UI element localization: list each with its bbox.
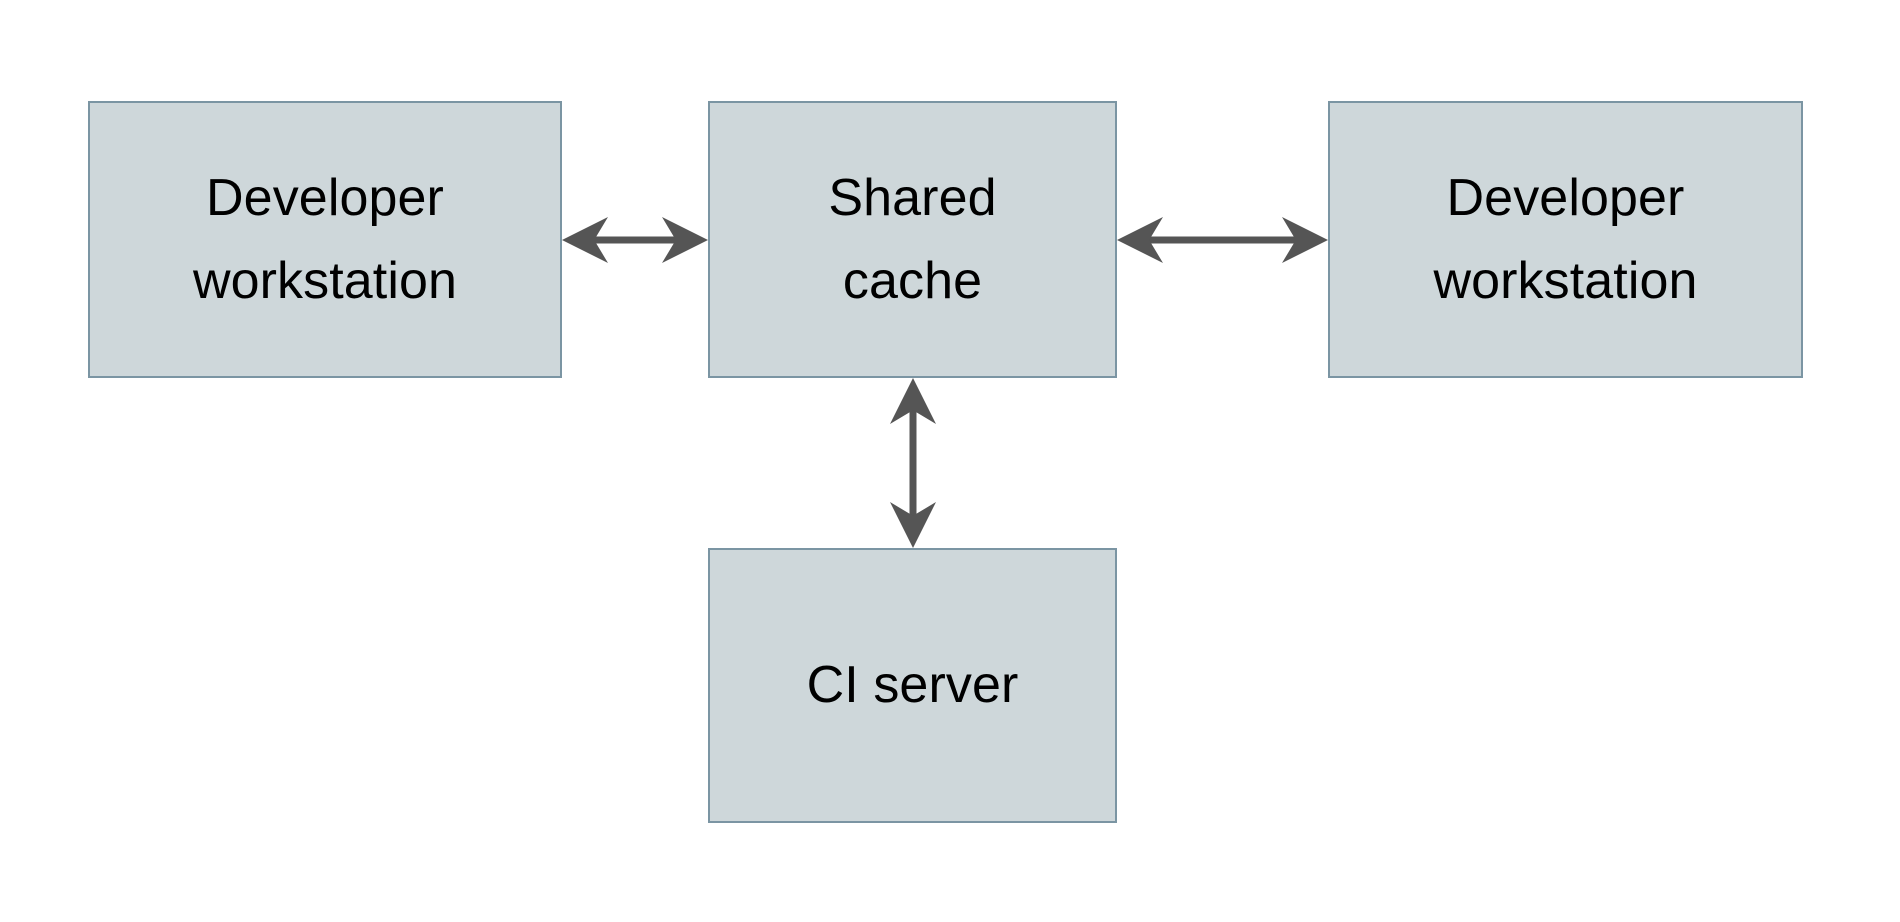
double-arrow-horizontal-icon — [1117, 217, 1328, 263]
edge-developer-workstation-left-to-shared-cache[interactable] — [562, 205, 708, 275]
edge-shared-cache-to-developer-workstation-right[interactable] — [1117, 205, 1328, 275]
node-developer-workstation-right[interactable]: Developer workstation — [1328, 101, 1803, 378]
node-ci-server[interactable]: CI server — [708, 548, 1117, 823]
node-shared-cache[interactable]: Shared cache — [708, 101, 1117, 378]
node-label: Shared cache — [828, 169, 997, 310]
double-arrow-horizontal-icon — [562, 217, 708, 263]
node-developer-workstation-left[interactable]: Developer workstation — [88, 101, 562, 378]
node-label: CI server — [806, 656, 1019, 715]
node-label: Developer workstation — [192, 169, 458, 310]
edge-shared-cache-to-ci-server[interactable] — [878, 378, 948, 548]
node-label: Developer workstation — [1433, 169, 1698, 310]
double-arrow-vertical-icon — [890, 378, 936, 548]
